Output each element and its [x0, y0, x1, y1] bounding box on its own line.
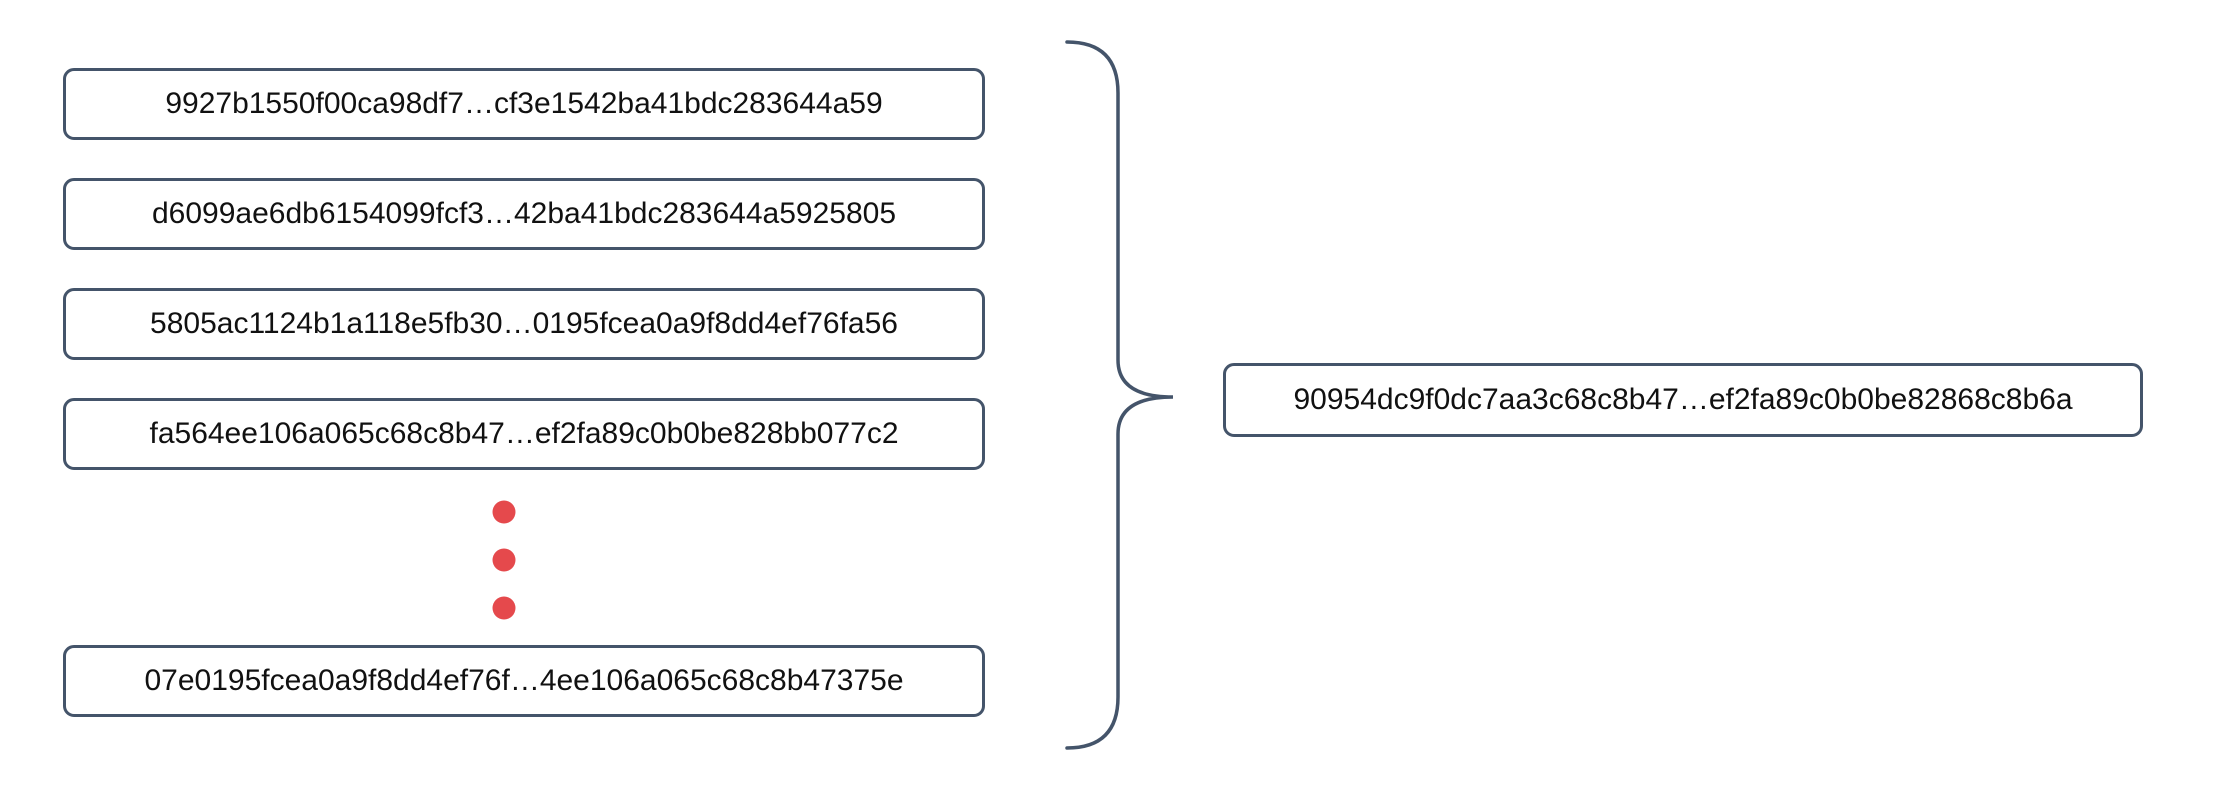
- hash-input-box-2: d6099ae6db6154099fcf3…42ba41bdc283644a59…: [63, 178, 985, 250]
- hash-input-box-5: 07e0195fcea0a9f8dd4ef76f…4ee106a065c68c8…: [63, 645, 985, 717]
- hash-input-text-3: 5805ac1124b1a118e5fb30…0195fcea0a9f8dd4e…: [150, 307, 898, 340]
- hash-output-text: 90954dc9f0dc7aa3c68c8b47…ef2fa89c0b0be82…: [1293, 383, 2073, 416]
- hash-input-box-1: 9927b1550f00ca98df7…cf3e1542ba41bdc28364…: [63, 68, 985, 140]
- hash-output-box: 90954dc9f0dc7aa3c68c8b47…ef2fa89c0b0be82…: [1223, 363, 2143, 437]
- hash-input-text-5: 07e0195fcea0a9f8dd4ef76f…4ee106a065c68c8…: [144, 664, 904, 697]
- curly-brace: [1065, 40, 1174, 750]
- vertical-ellipsis: [492, 500, 516, 620]
- hash-input-text-1: 9927b1550f00ca98df7…cf3e1542ba41bdc28364…: [165, 87, 883, 120]
- hash-input-text-4: fa564ee106a065c68c8b47…ef2fa89c0b0be828b…: [149, 417, 899, 450]
- hash-input-text-2: d6099ae6db6154099fcf3…42ba41bdc283644a59…: [151, 197, 897, 230]
- ellipsis-dot-icon: [492, 548, 516, 572]
- ellipsis-dot-icon: [492, 500, 516, 524]
- hash-input-box-3: 5805ac1124b1a118e5fb30…0195fcea0a9f8dd4e…: [63, 288, 985, 360]
- hash-input-box-4: fa564ee106a065c68c8b47…ef2fa89c0b0be828b…: [63, 398, 985, 470]
- ellipsis-dot-icon: [492, 596, 516, 620]
